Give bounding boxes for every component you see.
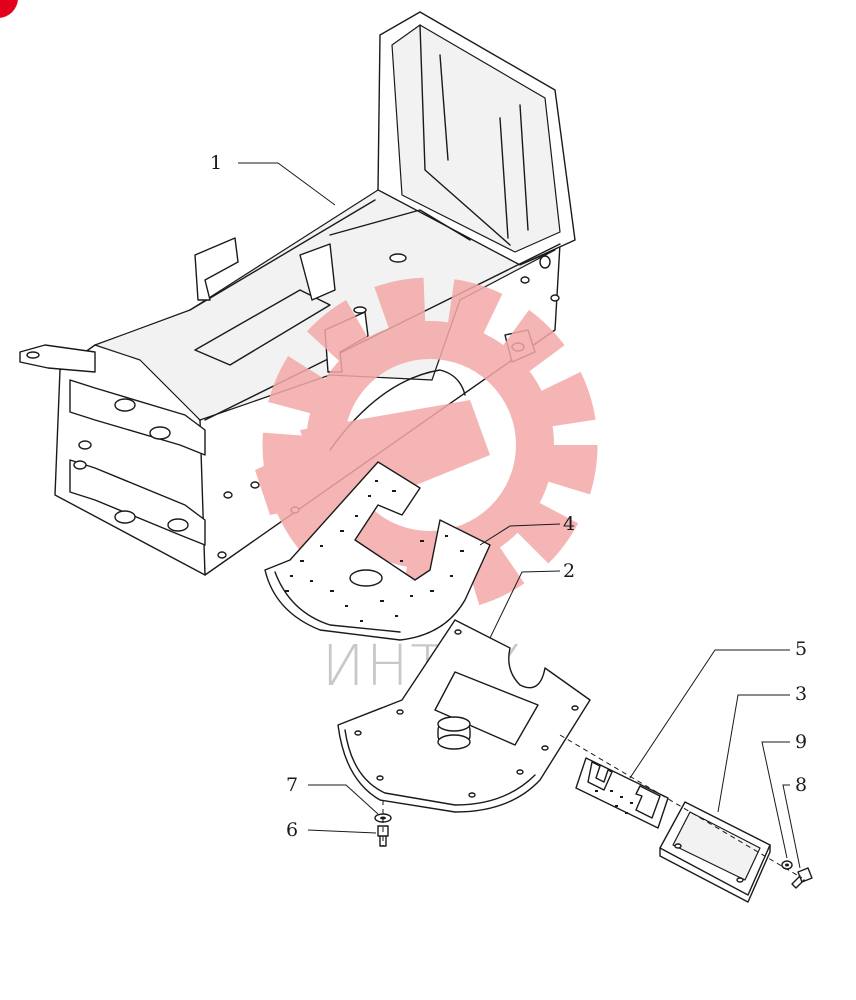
leader-2	[489, 570, 561, 639]
part-pad	[575, 757, 669, 829]
leader-9	[761, 741, 790, 859]
part-mat	[264, 461, 491, 641]
callout-2: 2	[563, 560, 575, 582]
corner-badge	[0, 0, 18, 18]
callout-3: 3	[795, 683, 807, 705]
callout-8: 8	[795, 774, 807, 796]
callout-7: 7	[286, 774, 298, 796]
callout-9: 9	[795, 731, 807, 753]
callout-1: 1	[210, 152, 222, 174]
leader-3	[717, 694, 790, 813]
part-screw-8	[791, 867, 813, 889]
part-floor-plate	[337, 619, 591, 813]
leader-7	[308, 784, 379, 815]
alignment-line	[559, 734, 803, 879]
part-washer-9	[781, 860, 793, 870]
leader-8	[782, 784, 801, 869]
callout-5: 5	[795, 638, 807, 660]
callout-4: 4	[563, 513, 575, 535]
leader-6	[307, 829, 377, 834]
part-cover	[659, 801, 771, 903]
leader-4	[479, 523, 561, 546]
callout-6: 6	[286, 819, 298, 841]
leader-5	[629, 649, 790, 779]
leader-1	[238, 162, 336, 206]
